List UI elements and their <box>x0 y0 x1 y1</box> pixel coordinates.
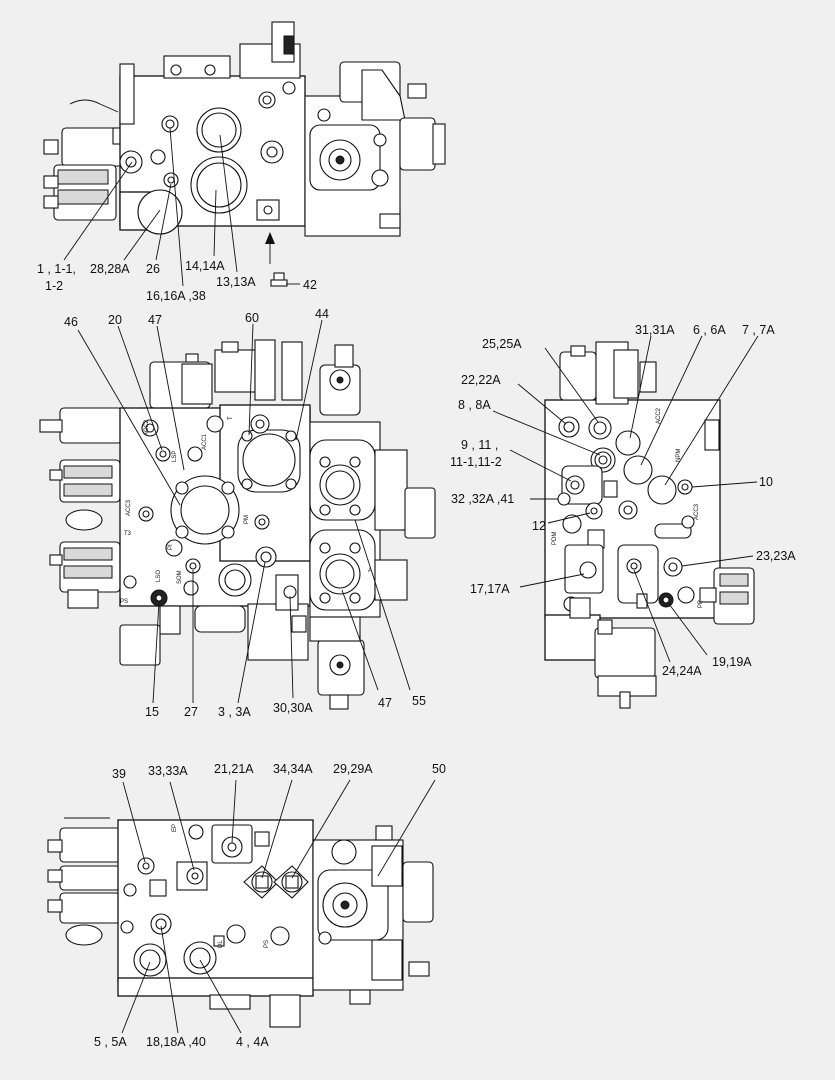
callout-25-25a: 25,25A <box>482 337 522 351</box>
marking-dl: DL <box>218 940 224 948</box>
marking-acc3: ACC3 <box>694 503 700 520</box>
callout-21-21a: 21,21A <box>214 762 254 776</box>
callout-31-31a: 31,31A <box>635 323 675 337</box>
port-6 <box>623 455 653 485</box>
marking-acc1: ACC1 <box>202 433 208 450</box>
callout-29-29a: 29,29A <box>333 762 373 776</box>
bottom-left-actuators <box>47 817 121 946</box>
marking-pm: PM <box>244 515 250 524</box>
callout-27: 27 <box>184 705 198 719</box>
callout-34-34a: 34,34A <box>273 762 313 776</box>
callout-18-18a-40: 18,18A ,40 <box>146 1035 206 1049</box>
callout-26: 26 <box>146 262 160 276</box>
view-top <box>43 21 446 287</box>
callout-55: 55 <box>412 694 426 708</box>
callout-50: 50 <box>432 762 446 776</box>
callout-46: 46 <box>64 315 78 329</box>
view-front: ACC2 ACC1 T LSP ACC3 T3 PI PM LSO SOM PS… <box>39 319 436 710</box>
callout-9-11-a: 9 , 11 , <box>461 438 498 452</box>
callout-10: 10 <box>759 475 773 489</box>
callout-9-11-b: 11-1,11-2 <box>450 455 502 469</box>
port-31 <box>615 430 641 456</box>
callout-22-22a: 22,22A <box>461 373 501 387</box>
marking-som: SOM <box>177 570 183 584</box>
top-left-actuators <box>43 99 132 221</box>
port-32 <box>557 492 571 506</box>
callout-1-1-1-b: 1-2 <box>45 279 63 293</box>
callout-30-30a: 30,30A <box>273 701 313 715</box>
port-17 <box>579 561 597 579</box>
callout-44: 44 <box>315 307 329 321</box>
marking-npm: NPM <box>676 449 682 462</box>
callout-17-17a: 17,17A <box>470 582 510 596</box>
marking-t3: T3 <box>124 531 132 537</box>
callout-16-16a-38: 16,16A ,38 <box>146 289 206 303</box>
marking-lso: LSO <box>156 570 162 582</box>
callout-3-3a: 3 , 3A <box>218 705 251 719</box>
port-28 <box>137 189 183 235</box>
callout-12: 12 <box>532 519 546 533</box>
marking-pdm: PDM <box>552 532 558 545</box>
front-left-actuators <box>39 407 123 609</box>
marking-t: T <box>228 416 234 420</box>
marking-pb: PB <box>698 600 704 608</box>
marking-ps: PS <box>264 940 270 948</box>
marking-lsp: LSP <box>172 451 178 462</box>
callout-42: 42 <box>303 278 317 292</box>
callout-33-33a: 33,33A <box>148 764 188 778</box>
callout-23-23a: 23,23A <box>756 549 796 563</box>
callout-labels: 1 , 1-1, 1-2 28,28A 26 14,14A 16,16A ,38… <box>37 259 796 1049</box>
callout-6-6a: 6 , 6A <box>693 323 726 337</box>
callout-39: 39 <box>112 767 126 781</box>
callout-1-1-1-a: 1 , 1-1, <box>37 262 76 276</box>
view-bottom: EP DL PS <box>47 779 436 1034</box>
callout-60: 60 <box>245 311 259 325</box>
callout-28-28a: 28,28A <box>90 262 130 276</box>
marking-pi: PI <box>168 544 174 550</box>
callout-7-7a: 7 , 7A <box>742 323 775 337</box>
callout-8-8a: 8 , 8A <box>458 398 491 412</box>
callout-15: 15 <box>145 705 159 719</box>
port-7 <box>647 475 677 505</box>
callout-32-32a-41: 32 ,32A ,41 <box>451 492 514 506</box>
callout-24-24a: 24,24A <box>662 664 702 678</box>
callout-19-19a: 19,19A <box>712 655 752 669</box>
callout-47-bottom: 47 <box>378 696 392 710</box>
marking-acc2: ACC2 <box>144 419 150 436</box>
callout-20: 20 <box>108 313 122 327</box>
callout-13-13a: 13,13A <box>216 275 256 289</box>
callout-4-4a: 4 , 4A <box>236 1035 269 1049</box>
marking-a: A <box>368 568 372 574</box>
marking-acc3: ACC3 <box>126 499 132 516</box>
marking-ps: PS <box>120 599 128 605</box>
callout-5-5a: 5 , 5A <box>94 1035 127 1049</box>
marking-ep: EP <box>172 824 178 832</box>
view-side: ACC2 NPM ACC3 PDM PB <box>492 335 759 709</box>
port-t <box>242 433 296 487</box>
marking-acc2: ACC2 <box>656 407 662 424</box>
callout-47-top: 47 <box>148 313 162 327</box>
callout-14-14a: 14,14A <box>185 259 225 273</box>
